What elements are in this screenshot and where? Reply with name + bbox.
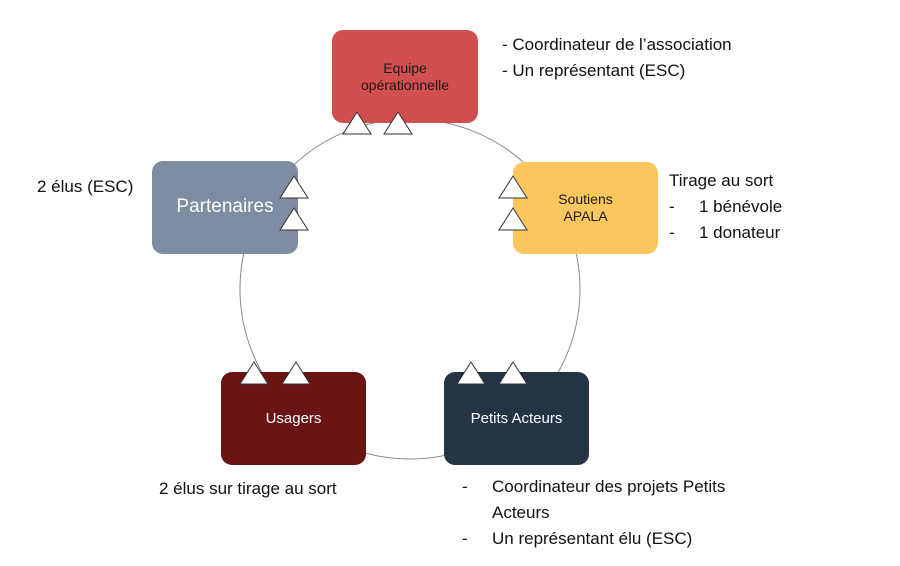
- annotation-line: - Un représentant (ESC): [502, 61, 686, 80]
- node-equipe-operationnelle: Equipe opérationnelle: [332, 30, 478, 123]
- annotation-item-text: 1 bénévole: [699, 197, 783, 216]
- annotation-title: Tirage au sort: [669, 171, 774, 190]
- annotation-item-text: Coordinateur des projets Petits: [492, 477, 726, 496]
- annotation-petits-acteurs: -Coordinateur des projets Petits Acteurs…: [462, 474, 725, 552]
- node-label: opérationnelle: [361, 76, 449, 93]
- triangle-icon: [342, 111, 372, 135]
- triangle-icon: [456, 361, 486, 385]
- node-label: APALA: [563, 208, 608, 224]
- annotation-item-text: Un représentant élu (ESC): [492, 529, 693, 548]
- triangle-icon: [239, 361, 269, 385]
- annotation-item: -Coordinateur des projets Petits: [462, 477, 726, 496]
- triangle-icon: [281, 361, 311, 385]
- triangle-icon: [383, 111, 413, 135]
- annotation-line: - Coordinateur de l’association: [502, 35, 732, 54]
- annotation-partenaires: 2 élus (ESC): [37, 174, 133, 200]
- annotation-line: 2 élus (ESC): [37, 177, 134, 196]
- annotation-soutiens: Tirage au sort -1 bénévole -1 donateur: [669, 168, 782, 246]
- annotation-equipe: - Coordinateur de l’association - Un rep…: [502, 32, 732, 84]
- annotation-item-text: Acteurs: [492, 503, 550, 522]
- triangle-icon: [498, 361, 528, 385]
- annotation-line: 2 élus sur tirage au sort: [159, 479, 337, 498]
- annotation-usagers: 2 élus sur tirage au sort: [159, 476, 337, 502]
- node-label: Usagers: [265, 409, 322, 427]
- annotation-item: Acteurs: [462, 500, 725, 526]
- annotation-item: -1 donateur: [669, 223, 781, 242]
- node-soutiens-apala: Soutiens APALA: [513, 162, 658, 254]
- node-label: Equipe: [383, 59, 427, 76]
- node-label: Soutiens: [558, 191, 613, 208]
- node-label: Petits Acteurs: [470, 409, 563, 427]
- node-partenaires: Partenaires: [152, 161, 298, 254]
- triangle-icon: [498, 175, 528, 199]
- node-label: Partenaires: [176, 196, 274, 218]
- triangle-icon: [498, 207, 528, 231]
- annotation-item: -Un représentant élu (ESC): [462, 529, 693, 548]
- node-usagers: Usagers: [221, 372, 366, 465]
- annotation-item: -1 bénévole: [669, 197, 783, 216]
- annotation-item-text: 1 donateur: [699, 223, 781, 242]
- triangle-icon: [279, 207, 309, 231]
- triangle-icon: [279, 175, 309, 199]
- node-petits-acteurs: Petits Acteurs: [444, 372, 589, 465]
